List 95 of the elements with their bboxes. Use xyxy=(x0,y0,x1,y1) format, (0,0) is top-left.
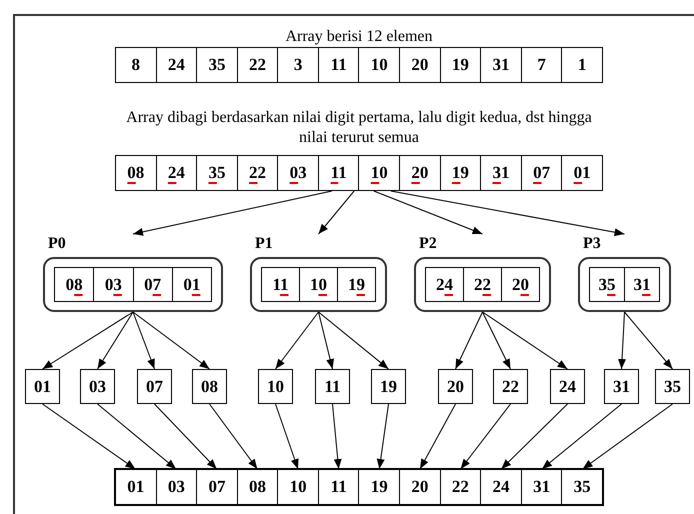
array-cell: 22 xyxy=(463,267,502,302)
array-cell: 19 xyxy=(440,47,482,83)
value-box: 01 xyxy=(25,369,60,404)
array-cell: 20 xyxy=(399,155,441,191)
array-cell: 03 xyxy=(156,469,198,505)
array-cell: 08 xyxy=(115,155,157,191)
array-cell: 01 xyxy=(115,469,157,505)
arrow xyxy=(154,404,218,470)
arrow xyxy=(582,404,673,470)
array-cell: 19 xyxy=(337,267,376,302)
arrow xyxy=(373,190,483,234)
array-cell: 20 xyxy=(399,47,441,83)
arrow xyxy=(97,312,134,370)
arrow xyxy=(460,404,511,470)
array-cell: 35 xyxy=(561,469,603,505)
arrow xyxy=(482,312,511,370)
arrow xyxy=(376,404,389,470)
arrow xyxy=(500,404,568,470)
array-cell: 20 xyxy=(399,469,441,505)
arrow xyxy=(390,190,625,236)
array-cell: 24 xyxy=(480,469,522,505)
array-cell: 7 xyxy=(520,47,562,83)
arrow xyxy=(455,312,483,370)
arrow xyxy=(275,404,298,470)
partition-label: P0 xyxy=(48,234,66,254)
arrow xyxy=(318,190,355,234)
array-cell: 07 xyxy=(520,155,562,191)
arrow xyxy=(132,312,155,370)
arrow xyxy=(42,404,136,470)
value-box: 07 xyxy=(137,369,172,404)
value-box: 22 xyxy=(493,369,528,404)
array-cell: 19 xyxy=(358,469,400,505)
array-cell: 35 xyxy=(589,267,625,302)
array-cell: 03 xyxy=(93,267,134,302)
value-box: 31 xyxy=(604,369,639,404)
arrow xyxy=(42,312,134,370)
array-cell: 31 xyxy=(480,47,522,83)
value-box: 08 xyxy=(192,369,227,404)
value-box: 24 xyxy=(550,369,585,404)
array-cell: 07 xyxy=(132,267,173,302)
array-cell: 22 xyxy=(236,155,278,191)
array-cell: 01 xyxy=(172,267,212,302)
array-cell: 08 xyxy=(54,267,94,302)
arrow xyxy=(318,312,334,370)
value-box: 11 xyxy=(315,369,350,404)
arrow xyxy=(618,312,626,370)
array-cell: 19 xyxy=(440,155,482,191)
arrow xyxy=(542,404,622,470)
array-cell: 11 xyxy=(318,47,360,83)
array-cell: 31 xyxy=(624,267,660,302)
array-cell: 11 xyxy=(261,267,300,302)
partition-label: P2 xyxy=(419,234,437,254)
array-cell: 35 xyxy=(196,47,238,83)
arrow xyxy=(318,312,389,370)
array-cell: 10 xyxy=(358,47,400,83)
array-row xyxy=(115,469,603,505)
partition-label: P3 xyxy=(583,234,601,254)
array-cell: 35 xyxy=(196,155,238,191)
array-cell: 24 xyxy=(156,47,198,83)
array-cell: 31 xyxy=(520,469,562,505)
array-cell: 10 xyxy=(277,469,319,505)
array-cell: 3 xyxy=(277,47,319,83)
array-cell: 03 xyxy=(277,155,319,191)
arrow xyxy=(132,312,210,370)
array-cell: 1 xyxy=(561,47,603,83)
array-cell: 22 xyxy=(236,47,278,83)
array-cell: 08 xyxy=(236,469,278,505)
array-cell: 10 xyxy=(299,267,338,302)
value-box: 35 xyxy=(655,369,690,404)
arrow xyxy=(482,312,568,370)
array-cell: 10 xyxy=(358,155,400,191)
arrow xyxy=(209,404,258,470)
array-cell: 24 xyxy=(425,267,464,302)
value-box: 03 xyxy=(80,369,115,404)
array-cell: 8 xyxy=(115,47,157,83)
arrow xyxy=(132,190,332,236)
array-cell: 31 xyxy=(480,155,522,191)
value-box: 19 xyxy=(371,369,406,404)
arrow xyxy=(275,312,319,370)
partition-label: P1 xyxy=(255,234,273,254)
array-cell: 22 xyxy=(440,469,482,505)
array-cell: 01 xyxy=(561,155,603,191)
array-cell: 07 xyxy=(196,469,238,505)
value-box: 10 xyxy=(258,369,293,404)
value-box: 20 xyxy=(438,369,473,404)
array-caption: Array dibagi berdasarkan nilai digit pertama, lalu digit kedua, dst hingga nilai terurut semua xyxy=(125,108,593,148)
array-caption: Array berisi 12 elemen xyxy=(285,27,433,47)
arrow xyxy=(624,312,673,370)
arrow xyxy=(97,404,176,470)
arrow xyxy=(332,404,342,470)
array-cell: 11 xyxy=(318,155,360,191)
arrow xyxy=(420,404,456,470)
array-cell: 24 xyxy=(156,155,198,191)
array-cell: 11 xyxy=(318,469,360,505)
array-cell: 20 xyxy=(501,267,540,302)
